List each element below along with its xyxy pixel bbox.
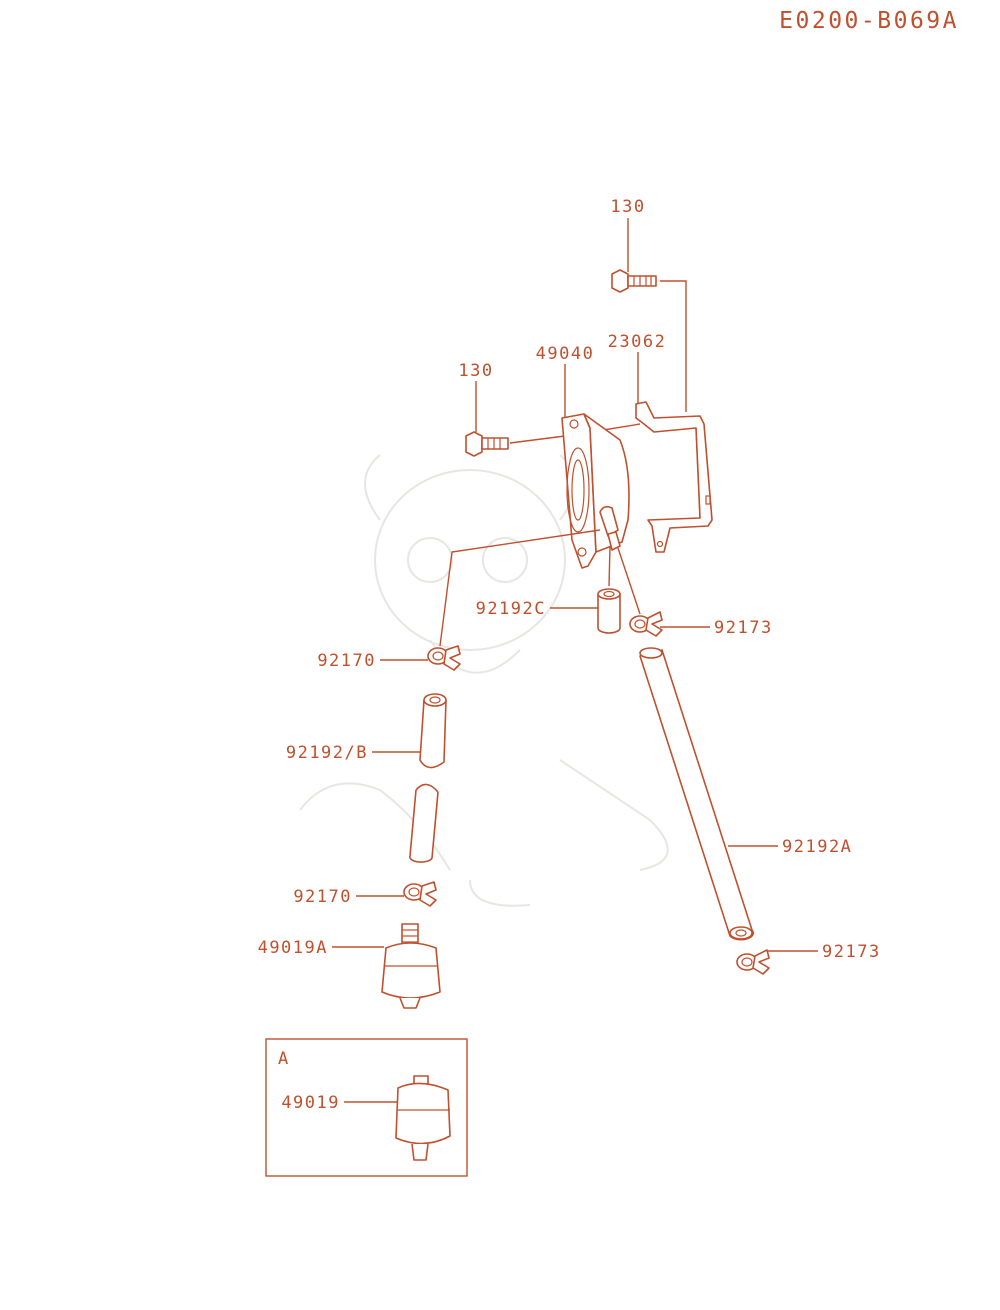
- leader-bolt-top-to-bracket: [660, 280, 687, 412]
- label-clamp-left-bottom: 92170: [293, 887, 352, 907]
- leader-pump-outlet: [439, 529, 601, 647]
- label-bolt-left: 130: [458, 361, 493, 381]
- fuel-pump: [561, 413, 630, 569]
- fuel-filter-inset: [395, 1075, 451, 1161]
- hose-mid: [409, 693, 447, 863]
- label-pump: 49040: [536, 344, 595, 364]
- label-clamp-right-bottom: 92173: [822, 942, 881, 962]
- bolt-left: [465, 431, 509, 457]
- inset-box: [265, 1038, 468, 1177]
- label-filter-inset: 49019: [281, 1093, 340, 1113]
- bracket: [635, 401, 713, 553]
- clamp-left-bottom: [403, 881, 437, 907]
- bolt-top: [611, 269, 657, 293]
- label-hose-short: 92192C: [476, 599, 546, 619]
- leader-bolt-left-to-pump: [509, 435, 566, 444]
- label-clamp-right-top: 92173: [714, 618, 773, 638]
- diagram-code: E0200-B069A: [779, 8, 959, 34]
- inset-label: A: [278, 1049, 290, 1069]
- fuel-filter-main: [381, 923, 441, 1009]
- leader-clamp-right-top-axis: [617, 547, 641, 615]
- label-hose-long: 92192A: [782, 837, 852, 857]
- hose-short: [597, 588, 621, 634]
- label-filter-main: 49019A: [258, 938, 328, 958]
- label-bolt-top: 130: [610, 197, 645, 217]
- label-bracket: 23062: [608, 332, 667, 352]
- clamp-right-top: [629, 611, 663, 637]
- hose-long: [639, 647, 755, 941]
- label-hose-mid: 92192/B: [286, 743, 368, 763]
- clamp-right-bottom: [736, 949, 770, 975]
- clamp-left-top: [427, 645, 461, 671]
- label-clamp-left-top: 92170: [317, 651, 376, 671]
- leader-hose-short-axis: [608, 545, 611, 587]
